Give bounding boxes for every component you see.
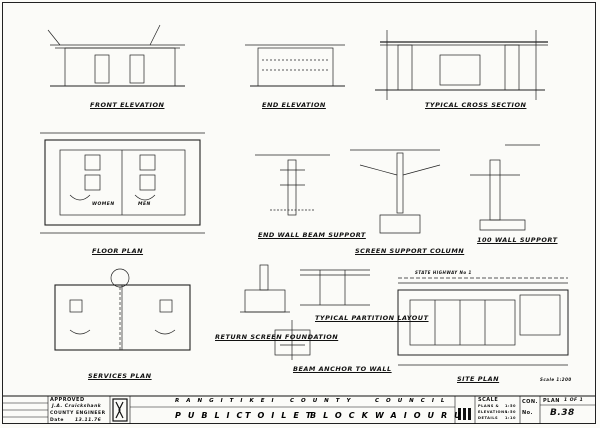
scale-value-1: 1:50 (505, 404, 516, 408)
date-label: Date (50, 418, 64, 423)
council-name-3: COUNCIL (375, 398, 452, 404)
screen-support-column-drawing (350, 149, 441, 234)
sheet-border (2, 2, 596, 424)
council-name-2: COUNTY (290, 398, 358, 404)
services-plan-drawing (54, 268, 191, 351)
county-engineer-label: COUNTY ENGINEER (50, 411, 106, 416)
screen-support-column-label: SCREEN SUPPORT COLUMN (355, 247, 465, 255)
floor-plan-drawing (40, 132, 205, 234)
end-elevation-label: END ELEVATION (262, 101, 326, 109)
council-logo (112, 398, 128, 422)
end-wall-beam-support-label: END WALL BEAM SUPPORT (258, 231, 366, 239)
site-scale-label: Scale 1:200 (540, 377, 572, 382)
end-wall-beam-support-drawing (255, 154, 330, 216)
cross-section-label: TYPICAL CROSS SECTION (425, 101, 527, 109)
title-word-toilet: TOILET (245, 411, 319, 420)
engineer-signature: J.A. Cruickshank (52, 404, 102, 409)
women-room-label: WOMEN (92, 202, 115, 207)
scale-marks (458, 408, 471, 420)
title-word-public: PUBLIC (175, 411, 250, 420)
site-plan-label: SITE PLAN (457, 375, 500, 383)
council-name-1: RANGITIKEI (175, 398, 281, 404)
title-block-lines (3, 395, 595, 424)
scale-heading: SCALE (478, 397, 499, 403)
front-elevation-drawing (47, 24, 185, 87)
con-label: CON. (522, 399, 539, 405)
state-highway-label: STATE HIGHWAY No 1 (415, 270, 472, 275)
plan-number: B.38 (550, 408, 575, 418)
return-screen-foundation-label: RETURN SCREEN FOUNDATION (215, 333, 339, 341)
typical-partition-layout-drawing (300, 269, 370, 306)
approved-label: APPROVED (50, 397, 85, 403)
scale-item-1: PLANS & (478, 404, 500, 408)
scale-value-2: 1:50 (505, 410, 516, 414)
plan-of-label: 1 OF 1 (564, 398, 584, 403)
title-word-location: WAIOURU (375, 411, 468, 420)
return-screen-foundation-drawing (240, 264, 290, 313)
plan-label: PLAN (543, 398, 560, 404)
wall-support-label: 100 WALL SUPPORT (477, 236, 558, 244)
scale-item-2: ELEVATIONS (478, 410, 508, 414)
front-elevation-label: FRONT ELEVATION (90, 101, 165, 109)
men-room-label: MEN (138, 202, 151, 207)
no-label: No. (522, 410, 534, 416)
scale-value-3: 1:10 (505, 416, 516, 420)
services-plan-label: SERVICES PLAN (88, 372, 152, 380)
approval-date: 13.11.76 (75, 418, 102, 423)
site-plan-drawing (397, 277, 569, 366)
cross-section-drawing (375, 30, 548, 100)
wall-support-drawing (470, 144, 540, 231)
typical-partition-layout-label: TYPICAL PARTITION LAYOUT (315, 314, 429, 322)
beam-anchor-label: BEAM ANCHOR TO WALL (293, 365, 392, 373)
beam-anchor-drawing (274, 320, 311, 360)
scale-item-3: DETAILS (478, 416, 499, 420)
end-elevation-drawing (245, 44, 345, 87)
title-word-block: BLOCK (310, 411, 375, 420)
floor-plan-label: FLOOR PLAN (92, 247, 144, 255)
